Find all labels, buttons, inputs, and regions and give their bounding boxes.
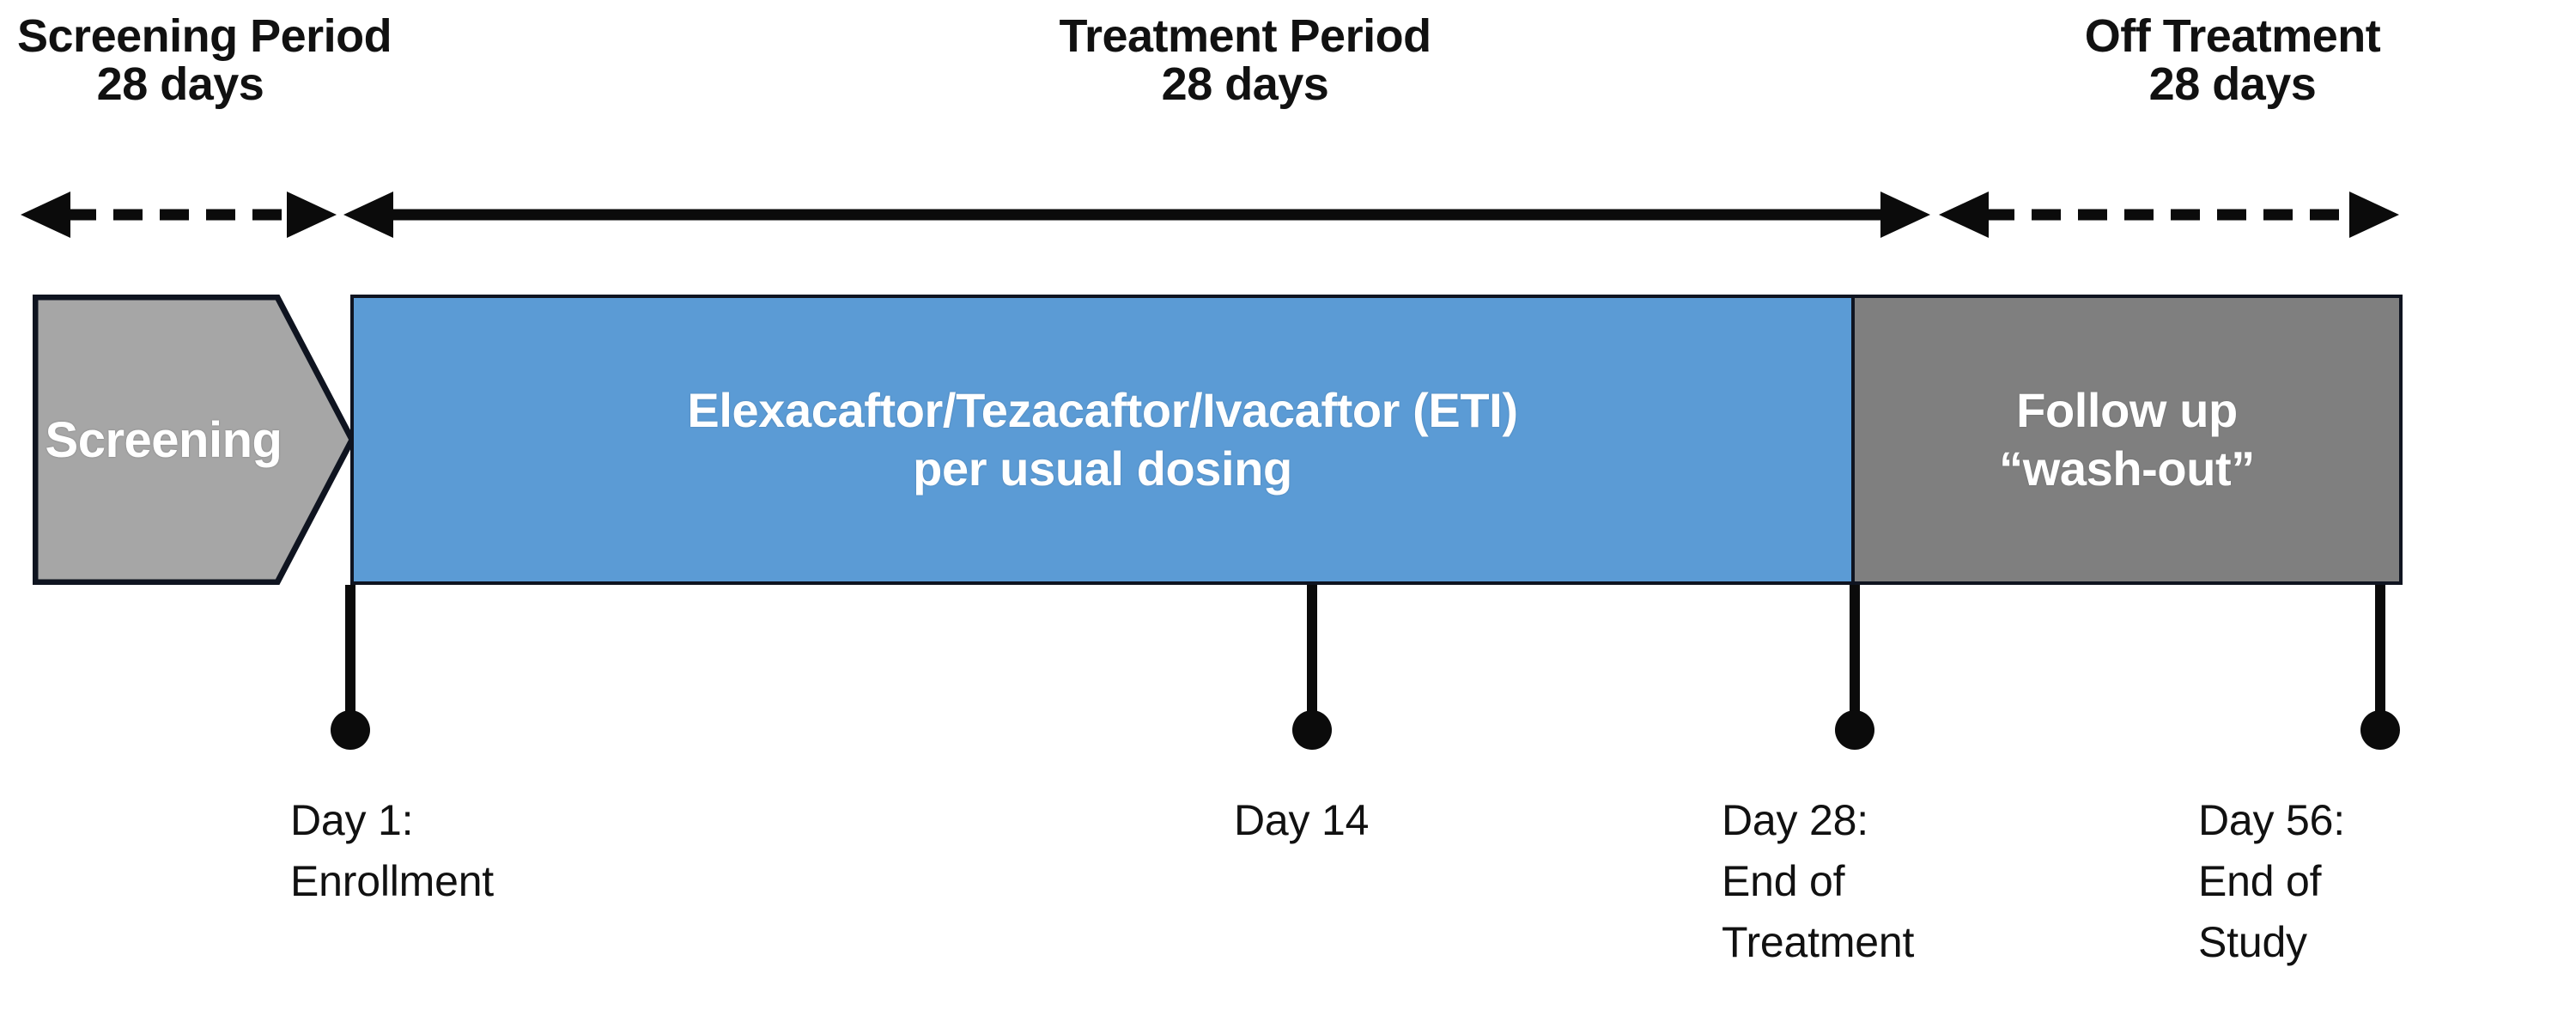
phase-label-treatment-line2: per usual dosing (913, 441, 1292, 496)
period-header-treatment: Treatment Period 28 days (902, 12, 1589, 108)
milestone-label-day28: Day 28: End of Treatment (1722, 790, 1914, 973)
phase-block-screening: Screening (33, 295, 355, 585)
milestone-stem (345, 585, 355, 726)
period-header-off-treatment-title: Off Treatment (2084, 10, 2381, 62)
milestone-dot (1835, 710, 1874, 750)
milestone-stem (1850, 585, 1860, 726)
milestone-dot (331, 710, 370, 750)
milestone-label-day1-line1: Day 1: (290, 796, 414, 844)
milestone-label-day56-line1: Day 56: (2198, 796, 2345, 844)
milestone-label-day28-line1: Day 28: (1722, 796, 1868, 844)
milestone-dot (1292, 710, 1332, 750)
period-header-screening: Screening Period 28 days (17, 12, 392, 111)
period-header-treatment-title: Treatment Period (1059, 10, 1431, 62)
period-header-off-treatment-duration: 28 days (2148, 58, 2317, 111)
phase-block-followup: Follow up “wash-out” (1855, 295, 2403, 585)
phase-label-followup-line2: “wash-out” (1999, 441, 2255, 496)
phase-label-followup-line1: Follow up (2016, 382, 2238, 437)
phase-block-treatment: Elexacaftor/Tezacaftor/Ivacaftor (ETI) p… (350, 295, 1855, 585)
milestone-stem (1307, 585, 1317, 726)
milestone-dot (2360, 710, 2400, 750)
milestone-label-day1-line2: Enrollment (290, 857, 494, 905)
milestone-label-day56-line3: Study (2198, 918, 2307, 966)
period-span-arrows (21, 192, 2399, 238)
treatment-span-arrow-icon (343, 192, 1930, 238)
phase-label-treatment-line1: Elexacaftor/Tezacaftor/Ivacaftor (ETI) (687, 382, 1518, 437)
milestone-label-day28-line3: Treatment (1722, 918, 1915, 966)
period-header-treatment-duration: 28 days (1161, 58, 1329, 111)
milestone-label-day14-line1: Day 14 (1234, 796, 1370, 844)
period-header-screening-title: Screening Period (17, 10, 392, 62)
screening-span-arrow-icon (21, 192, 337, 238)
milestone-label-day56-line2: End of (2198, 857, 2322, 905)
chevron-shape-icon (33, 295, 355, 585)
milestone-label-day1: Day 1: Enrollment (290, 790, 494, 912)
period-header-off-treatment: Off Treatment 28 days (1975, 12, 2490, 108)
milestone-label-day28-line2: End of (1722, 857, 1845, 905)
milestone-stem (2375, 585, 2385, 726)
phase-label-screening: Screening (45, 411, 283, 468)
milestone-label-day14: Day 14 (1234, 790, 1369, 851)
off-treatment-span-arrow-icon (1939, 192, 2399, 238)
milestone-label-day56: Day 56: End of Study (2198, 790, 2345, 973)
period-header-screening-duration: 28 days (96, 58, 264, 111)
